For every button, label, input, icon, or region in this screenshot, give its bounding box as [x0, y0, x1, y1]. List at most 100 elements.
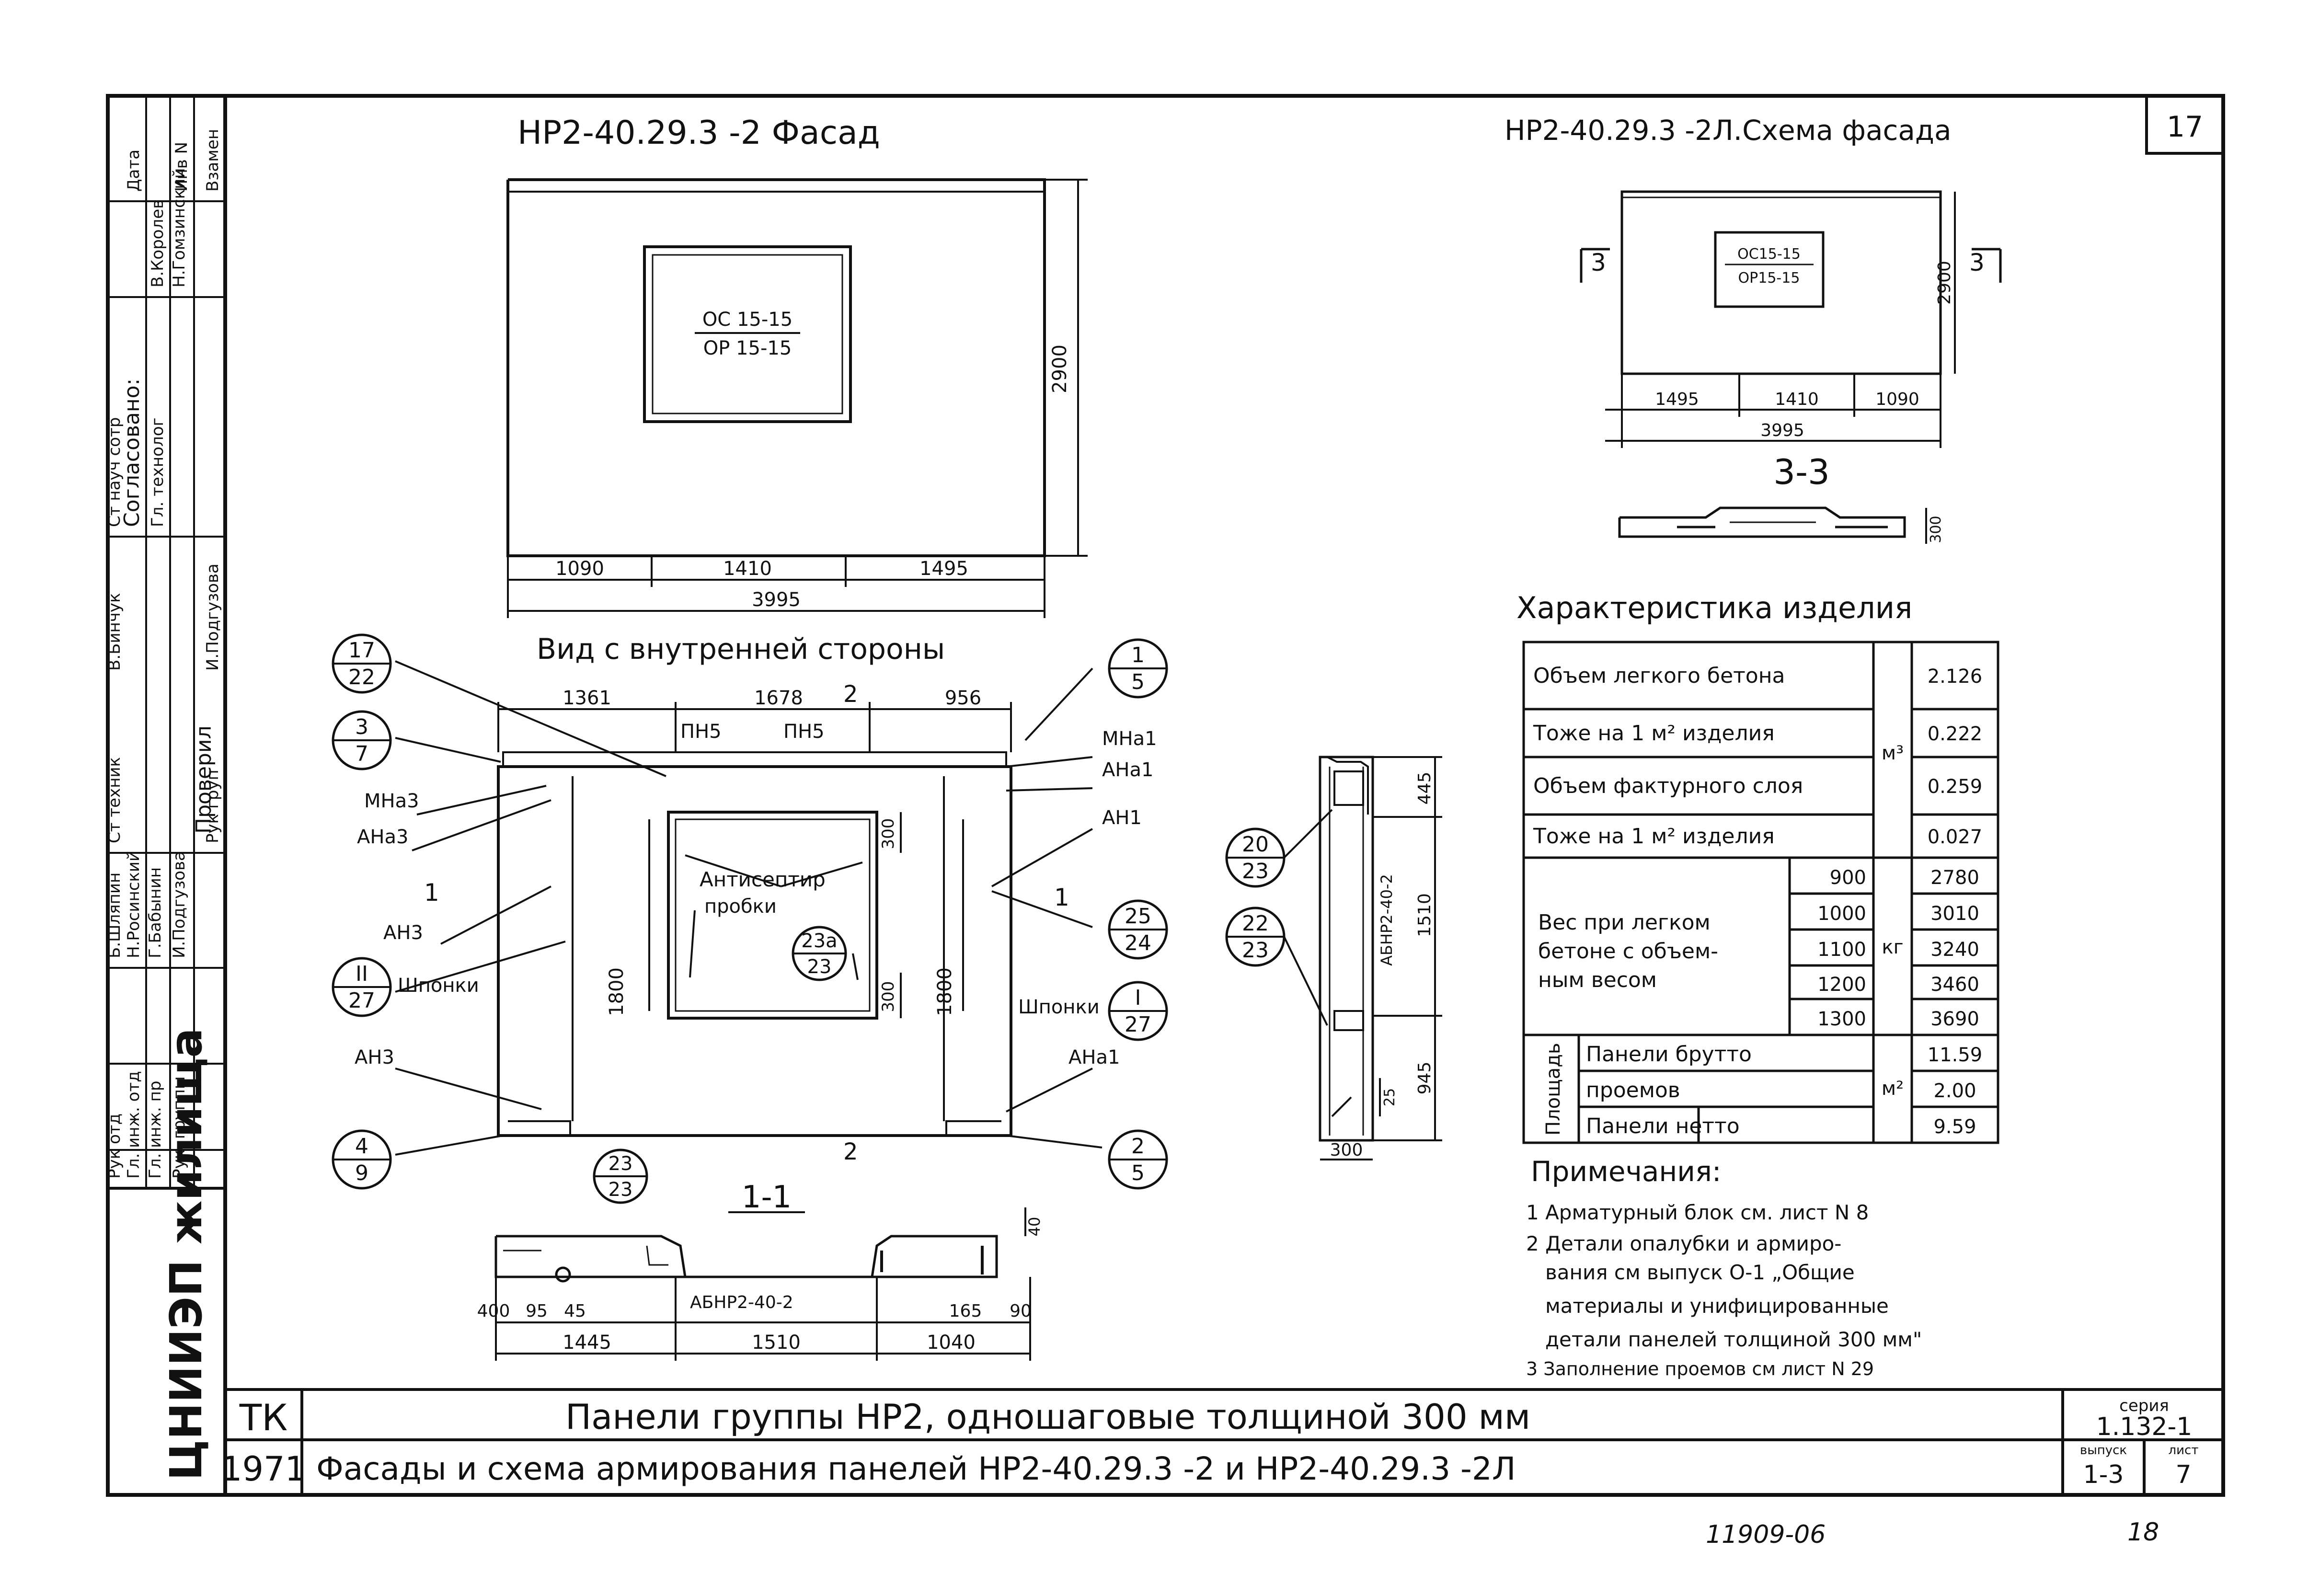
- char-density: 1300: [1817, 1008, 1866, 1030]
- stamp-approved: Согласовано:: [120, 379, 144, 527]
- scheme-dim-total: 3995: [1760, 421, 1804, 440]
- stamp-role: Ст науч сотр: [105, 417, 124, 527]
- section-22-dim: 945: [1415, 1062, 1435, 1095]
- callout-bottom: 27: [348, 988, 375, 1013]
- label-ana3: АНа3: [357, 826, 408, 848]
- facade-title: НР2-40.29.3 -2 Фасад: [517, 114, 880, 152]
- callout-dividers: [333, 663, 1284, 1177]
- section-22-profile: [1319, 756, 1374, 1142]
- section-11-dim: 400: [477, 1301, 510, 1321]
- side-stamp-text: Согласовано: Проверил Дата Инв N Взамен …: [105, 129, 222, 1179]
- label-pn5: ПН5: [680, 721, 722, 743]
- stamp-name: Б.Шляпин: [105, 873, 124, 958]
- callout-bottom: 23: [1242, 859, 1269, 884]
- callout-top: 2: [1131, 1134, 1145, 1159]
- section-11-block-label: АБНР2-40-2: [690, 1293, 793, 1312]
- scheme-window-bottom: ОР15-15: [1738, 270, 1800, 287]
- title-sheet-value: 7: [2175, 1460, 2191, 1489]
- facade-dim-middle: 1410: [723, 558, 772, 580]
- callout-bottom: 23: [807, 956, 832, 978]
- section-22-dim: 1510: [1415, 893, 1435, 937]
- stamp-date: Дата: [124, 149, 143, 192]
- section-11-dim: 1510: [752, 1332, 801, 1354]
- side-stamp: [108, 96, 225, 1190]
- section-22-dimensions: [1320, 756, 1442, 1160]
- label-ana1: АНа1: [1102, 759, 1153, 781]
- label-plugs: пробки: [704, 896, 777, 918]
- char-row-label: Объем легкого бетона: [1533, 664, 1785, 688]
- sheet-number: 17: [2167, 110, 2203, 144]
- scheme-dim-middle: 1410: [1775, 390, 1819, 409]
- stamp-role: Гл. инж. пр: [146, 1081, 165, 1179]
- char-area-label: Площадь: [1542, 1043, 1564, 1136]
- facade-dimensions: [507, 179, 1088, 618]
- section-22-block-label: АБНР2-40-2: [1378, 874, 1396, 966]
- label-section-bottom: 2: [843, 1138, 858, 1165]
- callout-bottom: 22: [348, 665, 375, 689]
- note-line: 2 Детали опалубки и армиро-: [1526, 1232, 1841, 1255]
- notes-title: Примечания:: [1531, 1155, 1721, 1188]
- facade-dim-total: 3995: [752, 589, 801, 611]
- stamp-checked: Проверил: [192, 725, 216, 834]
- stamp-role: Рук отд: [105, 1114, 124, 1179]
- title-tk: ТК: [239, 1396, 287, 1439]
- title-series-value: 1.132-1: [2096, 1412, 2193, 1441]
- title-block-text: ТК 1971 Панели группы НР2, одношаговые т…: [221, 1396, 2199, 1489]
- char-row-label: Тоже на 1 м² изделия: [1533, 721, 1775, 746]
- inner-dim-window-top: 300: [879, 818, 898, 850]
- note-line: 1 Арматурный блок см. лист N 8: [1526, 1201, 1869, 1224]
- callout-text: 17 22 3 7 II 27 4 9 1 5 25 24 I 27 2 5 2…: [348, 638, 1269, 1201]
- inner-dim-top-middle: 1678: [754, 687, 803, 709]
- char-row-label: Тоже на 1 м² изделия: [1533, 824, 1775, 849]
- char-density: 1000: [1817, 903, 1866, 925]
- stamp-inv: Инв N: [172, 142, 191, 192]
- footer-drawing-code: 11909-06: [1706, 1520, 1826, 1549]
- stamp-name: И.Подгузова: [203, 563, 222, 671]
- char-row-value: 0.222: [1928, 723, 1983, 745]
- scheme-dim-height: 2900: [1935, 261, 1954, 305]
- char-area-row: Панели нетто: [1586, 1114, 1740, 1138]
- label-shponki-right: Шпонки: [1018, 996, 1100, 1018]
- facade-dim-left: 1090: [555, 558, 604, 580]
- note-line: вания см выпуск О-1 „Общие: [1545, 1261, 1855, 1284]
- title-line2: Фасады и схема армирования панелей НР2-4…: [316, 1450, 1516, 1487]
- section-22-dim: 445: [1415, 772, 1435, 805]
- characteristics-grid: [1522, 641, 1999, 1144]
- scheme-title: НР2-40.29.3 -2Л.Схема фасада: [1505, 114, 1952, 147]
- char-weight: 3460: [1930, 974, 1979, 996]
- section-22-leaders: [1283, 809, 1333, 1026]
- title-year: 1971: [221, 1449, 306, 1489]
- inner-dim-right-height: 1800: [934, 967, 956, 1016]
- char-area-value: 11.59: [1928, 1044, 1983, 1066]
- callout-bottom: 23: [609, 1179, 633, 1201]
- section-11-dim: 90: [1010, 1301, 1032, 1321]
- callout-bottom: 9: [355, 1161, 368, 1185]
- callout-bottom: 23: [1242, 938, 1269, 963]
- callout-top: 4: [355, 1134, 368, 1159]
- callout-top: 17: [348, 638, 375, 663]
- char-density: 1100: [1817, 939, 1866, 961]
- label-an3: АН3: [383, 922, 423, 944]
- note-line: детали панелей толщиной 300 мм": [1545, 1328, 1922, 1351]
- char-area-row: Панели брутто: [1586, 1042, 1752, 1067]
- characteristics-text: Объем легкого бетона 2.126 Тоже на 1 м² …: [1533, 664, 1982, 1138]
- char-weight-label: ным весом: [1538, 968, 1657, 992]
- title-sheet-label: лист: [2169, 1443, 2199, 1458]
- inner-view-leaders: [395, 660, 1103, 1156]
- title-issue-label: выпуск: [2080, 1443, 2127, 1458]
- stamp-name: В.Королев: [148, 199, 167, 287]
- facade-dim-right: 1495: [919, 558, 968, 580]
- section-22-dim: 300: [1330, 1140, 1363, 1160]
- section-11-dim: 1445: [563, 1332, 611, 1354]
- stamp-role: Рук груп: [203, 769, 222, 843]
- scheme-dim-right: 1090: [1875, 390, 1919, 409]
- char-weight: 3240: [1930, 939, 1979, 961]
- facade-window-bottom: ОР 15-15: [703, 337, 792, 359]
- stamp-replace: Взамен: [203, 129, 222, 192]
- title-series-label: серия: [2119, 1396, 2169, 1415]
- char-volume-unit: м³: [1882, 742, 1904, 764]
- stamp-name: Н.Гомзинский: [170, 168, 189, 287]
- callout-bottom: 27: [1125, 1012, 1151, 1037]
- char-row-value: 0.027: [1928, 826, 1983, 848]
